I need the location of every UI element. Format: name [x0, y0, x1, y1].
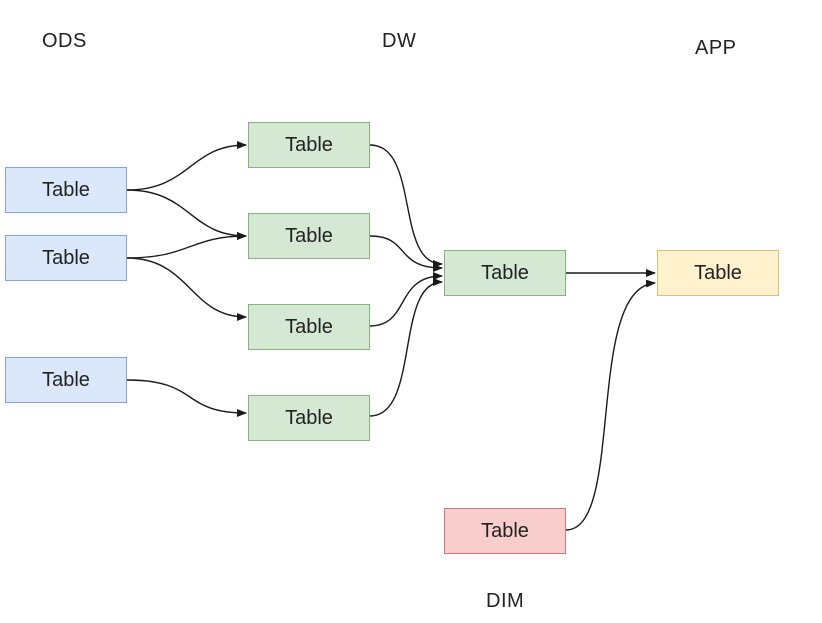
ods-layer-label: ODS	[42, 30, 87, 52]
edge-ods2-dw2	[126, 232, 247, 259]
dw-layer-label: DW	[382, 30, 417, 52]
dw-table-node-2[interactable]: Table	[248, 213, 370, 259]
edge-ods1-dw2	[126, 189, 247, 240]
dim-table-node[interactable]: Table	[444, 508, 566, 554]
app-table-node[interactable]: Table	[657, 250, 779, 296]
dw-table-node-4[interactable]: Table	[248, 395, 370, 441]
edge-ods2-dw3	[126, 257, 247, 321]
edge-dw1-agg	[369, 144, 443, 268]
ods-table-node-3[interactable]: Table	[5, 357, 127, 403]
dw-aggregate-table-node[interactable]: Table	[444, 250, 566, 296]
ods-table-node-2[interactable]: Table	[5, 235, 127, 281]
edge-dim-app	[565, 279, 656, 531]
edge-ods3-dw4	[126, 379, 247, 417]
edge-dw4-agg	[369, 278, 443, 417]
dw-table-node-3[interactable]: Table	[248, 304, 370, 350]
dw-table-node-1[interactable]: Table	[248, 122, 370, 168]
app-layer-label: APP	[695, 37, 737, 59]
edge-dw3-agg	[369, 272, 443, 327]
ods-table-node-1[interactable]: Table	[5, 167, 127, 213]
edge-ods1-dw1	[126, 141, 247, 191]
dim-layer-label: DIM	[486, 590, 525, 612]
edge-dw2-agg	[369, 235, 443, 272]
